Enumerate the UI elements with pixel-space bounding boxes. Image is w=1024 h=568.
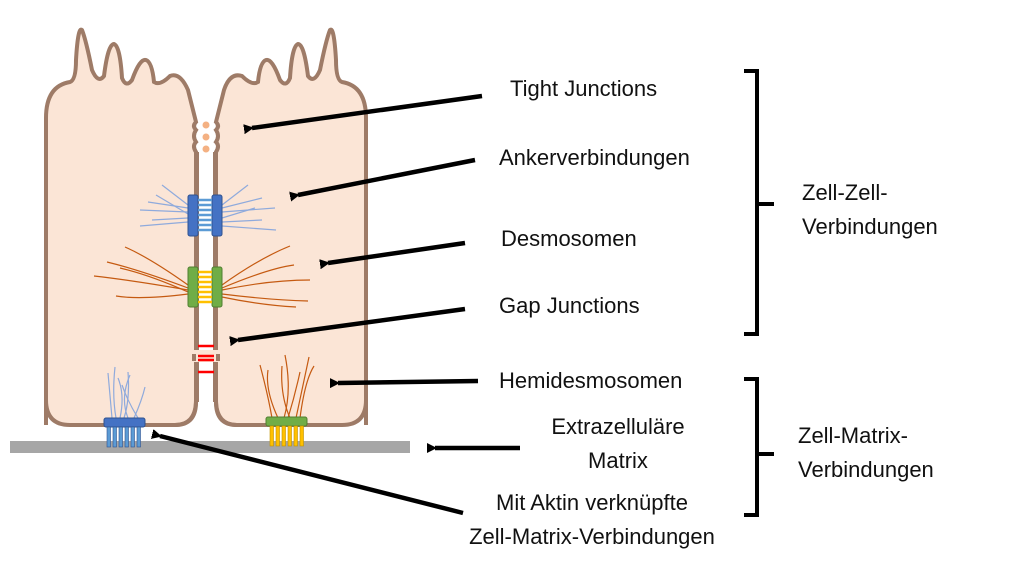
arrow-actin-junctions xyxy=(160,436,464,516)
label-ecm-line2: Matrix xyxy=(588,448,648,473)
anchor-junction xyxy=(139,184,277,237)
label-actin-line2: Zell-Matrix-Verbindungen xyxy=(469,524,715,549)
tight-junction xyxy=(202,121,210,153)
group-cell-matrix-line1: Zell-Matrix- xyxy=(798,423,908,448)
arrow-tight-junctions xyxy=(252,93,483,128)
label-hemidesmosomes: Hemidesmosomen xyxy=(499,368,683,393)
group-cell-matrix: Zell-Matrix- Verbindungen xyxy=(798,419,934,487)
arrow-gap-junctions xyxy=(238,306,466,340)
desmosome xyxy=(93,245,311,308)
arrow-anchor-junctions xyxy=(298,157,476,195)
actin-linked-junction xyxy=(103,366,146,448)
label-ecm-line1: Extrazelluläre xyxy=(551,414,685,439)
group-cell-cell-line1: Zell-Zell- xyxy=(802,180,888,205)
label-actin-junctions: Mit Aktin verknüpfte Zell-Matrix-Verbind… xyxy=(442,486,742,554)
group-cell-cell: Zell-Zell- Verbindungen xyxy=(802,176,938,244)
label-actin-line1: Mit Aktin verknüpfte xyxy=(496,490,688,515)
label-gap-junctions: Gap Junctions xyxy=(499,293,640,318)
gap-junction xyxy=(192,344,220,374)
group-cell-cell-line2: Verbindungen xyxy=(802,214,938,239)
label-ecm: Extrazelluläre Matrix xyxy=(530,410,706,478)
left-cell xyxy=(44,27,199,427)
arrow-desmosomes xyxy=(328,240,466,263)
group-cell-matrix-line2: Verbindungen xyxy=(798,457,934,482)
arrow-hemidesmosomes xyxy=(338,381,479,383)
label-tight-junctions: Tight Junctions xyxy=(510,76,658,101)
bracket-cell-cell xyxy=(744,69,774,336)
bracket-cell-matrix xyxy=(744,377,774,517)
label-desmosomes: Desmosomen xyxy=(501,226,637,251)
label-anchor-junctions: Ankerverbindungen xyxy=(499,145,690,170)
hemidesmosome xyxy=(259,354,315,447)
